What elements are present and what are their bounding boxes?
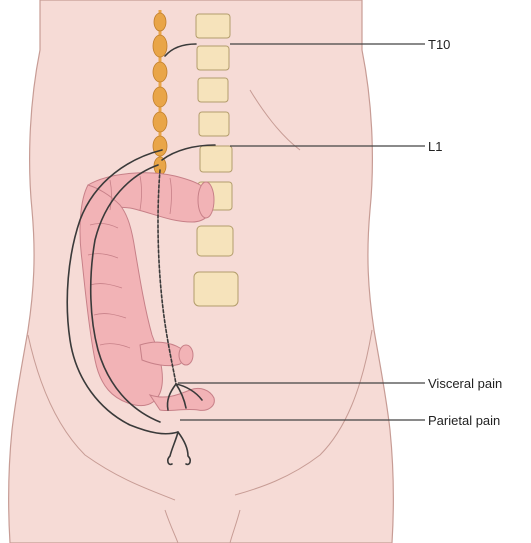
vertebra xyxy=(197,46,229,70)
ganglion xyxy=(154,13,166,31)
ganglion xyxy=(153,35,167,57)
vertebra xyxy=(196,14,230,38)
ganglion xyxy=(153,136,167,156)
vertebra xyxy=(200,146,232,172)
l1-label: L1 xyxy=(428,139,442,154)
ganglion xyxy=(153,112,167,132)
colon-cut-end xyxy=(198,182,214,218)
ileum-cut-end xyxy=(179,345,193,365)
vertebra xyxy=(198,78,228,102)
vertebra xyxy=(197,226,233,256)
visceral-pain-label: Visceral pain xyxy=(428,376,502,391)
parietal-pain-label: Parietal pain xyxy=(428,413,500,428)
t10-label: T10 xyxy=(428,37,450,52)
ganglion xyxy=(153,62,167,82)
vertebra xyxy=(194,272,238,306)
ganglion xyxy=(153,87,167,107)
vertebra xyxy=(199,112,229,136)
